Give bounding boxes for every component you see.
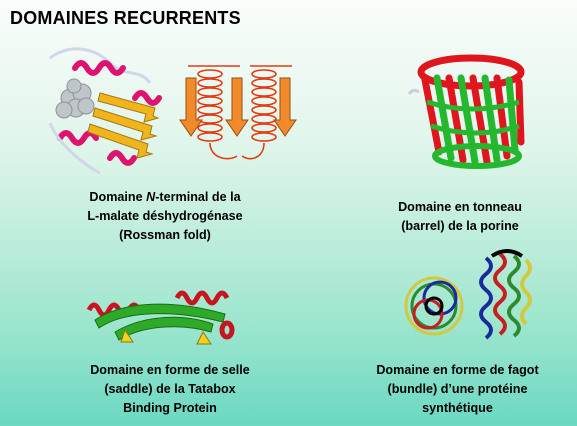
synthetic-bundle-structure [404,249,532,340]
rossman-schematic [179,65,297,160]
tata-box-caption: Domaine en forme de selle (saddle) de la… [90,363,250,415]
rossman-fold-caption: Domaine N-terminal de la L-malate déshyd… [87,190,243,242]
porin-barrel-structure [407,54,525,169]
bundle-caption: Domaine en forme de fagot (bundle) d’une… [376,363,539,415]
rossman-fold-structure [48,47,162,175]
porin-barrel-caption: Domaine en tonneau (barrel) de la porine [398,200,522,233]
tata-binding-protein-structure [86,290,235,345]
page-title: DOMAINES RECURRENTS [10,8,241,28]
